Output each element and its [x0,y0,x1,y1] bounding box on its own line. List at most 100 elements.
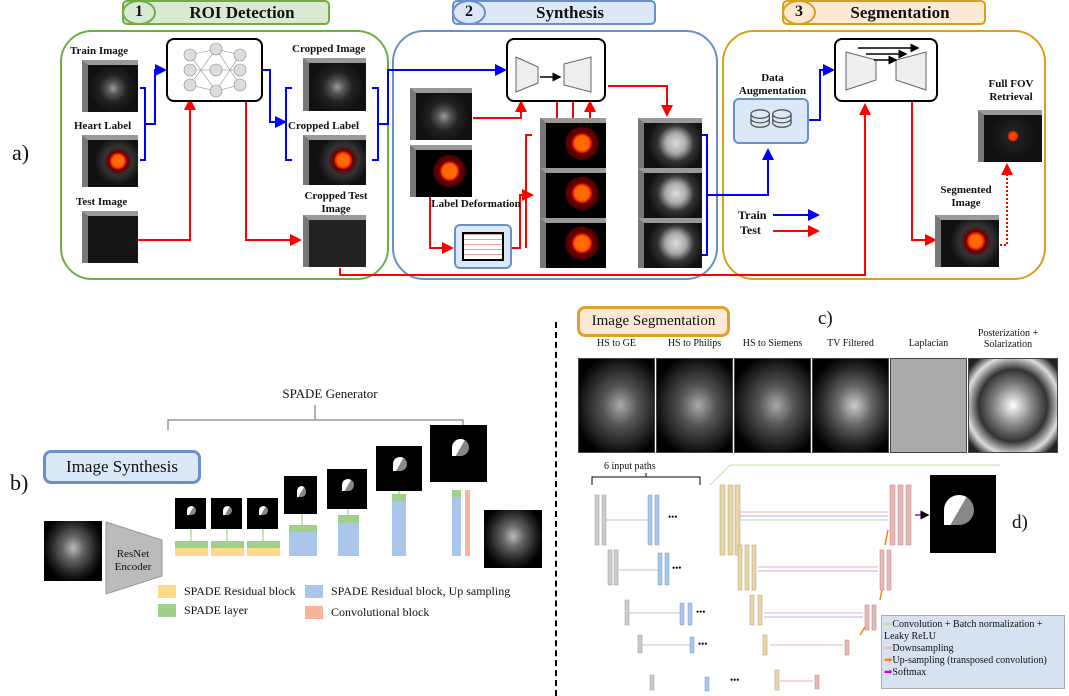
legend-swatch [158,604,176,617]
unet-diagram: ••••••••••••••• [591,464,1000,692]
legend-item: ➡Up-sampling (transposed convolution) [884,655,1062,667]
spade-blocks [175,490,470,556]
hs-to-philips-image [656,358,733,453]
segmentation-network-box [834,38,938,102]
deformed-label [540,168,606,218]
legend-label: Up-sampling (transposed convolution) [892,655,1047,666]
generator-box [506,38,606,102]
mask-input [430,425,487,482]
full-fov-image [978,110,1042,162]
encoder-decoder-icon [515,56,592,93]
legend-label: Convolution + Batch normalization + Leak… [884,619,1043,642]
legend-item: ➡Convolution + Batch normalization + Lea… [884,619,1062,643]
spade-upsampling-block [452,497,461,556]
segmented-image-label: Segmented Image [940,184,992,209]
mask-input [247,498,278,529]
arrow-icon: ➡ [884,643,893,654]
stage-header-synthesis: 2 Synthesis [452,0,656,25]
cropped-image [303,58,366,111]
legend-label: SPADE layer [184,603,248,617]
hs-to-siemens-image [734,358,811,453]
legend-item: SPADE layer [158,603,248,618]
column-title: Posterization + Solarization [977,328,1039,350]
stage-title: Segmentation [850,2,950,22]
legend-item: ➡Downsampling [884,643,1062,655]
output-mri-image [484,510,542,568]
legend-item: ➡Softmax [884,667,1062,679]
deformation-grid-icon [454,224,512,269]
heart-label-label: Heart Label [74,120,132,132]
stage-number: 1 [122,0,156,25]
flow-arrows [138,0,1013,276]
stage-title: ROI Detection [189,2,295,22]
unet-icon [845,43,927,91]
laplacian-image [890,358,967,453]
convolutional-block [465,490,470,556]
train-image-label: Train Image [70,45,129,57]
deformed-label [540,218,606,268]
legend-swatch [305,585,323,598]
mask-input [211,498,242,529]
spade-residual-block [175,548,208,556]
mask-input [376,446,422,491]
image-synthesis-title: Image Synthesis [43,450,201,484]
full-fov-label: Full FOV Retrieval [988,78,1034,103]
test-image [82,211,138,263]
test-image-label: Test Image [76,196,128,208]
panel-label-b: b) [10,470,29,495]
unet-legend: ➡Convolution + Batch normalization + Lea… [881,615,1065,689]
image-segmentation-title: Image Segmentation [577,306,730,337]
label-deformation-label: Label Deformation [431,198,521,210]
cropped-label-image [303,135,366,185]
roi-network-box [166,38,263,102]
arrow-icon: ➡ [884,619,893,630]
input-paths-label: 6 input paths [604,461,656,472]
stage-title: Synthesis [535,2,605,22]
segmented-image [935,215,999,267]
spade-generator-label: SPADE Generator [282,386,378,401]
roi-detection-panel [60,30,389,280]
legend-item: SPADE Residual block, Up sampling [305,584,510,599]
spade-residual-block [247,548,280,556]
deformed-label [540,118,606,168]
svg-text:•••: ••• [696,607,705,617]
cropped-label-label: Cropped Label [288,120,360,132]
legend-swatch [158,585,176,598]
resnet-encoder-shape [105,521,163,595]
mask-input [327,469,367,509]
arrow-icon: ➡ [884,667,893,678]
svg-text:•••: ••• [698,639,707,649]
svg-text:•••: ••• [668,512,677,522]
database-icon: ⛁⛁ [733,98,809,144]
panel-label-c: c) [818,308,833,329]
legend-train: Train [738,208,767,222]
synthetic-image [638,168,702,218]
legend-test: Test [740,223,761,237]
spade-layer [175,541,208,548]
spade-upsampling-block [392,501,406,556]
synthesis-panel [392,30,718,280]
stage-number: 2 [452,0,486,25]
spade-upsampling-block [338,523,359,556]
segmentation-panel [722,30,1046,280]
real-image [410,88,472,140]
spade-layer [211,541,244,548]
mask-input [175,498,206,529]
column-title: HS to Philips [667,338,722,349]
mask-input [284,476,317,514]
synthetic-image [638,218,702,268]
neural-network-icon [183,42,247,98]
spade-layer [247,541,280,548]
column-title: Laplacian [908,338,949,349]
column-title: TV Filtered [827,338,874,349]
legend-label: Convolutional block [331,605,430,619]
section-divider [555,322,557,696]
tv-filtered-image [812,358,889,453]
heart-label-image [82,135,138,187]
legend-item: SPADE Residual block [158,584,296,599]
legend-item: Convolutional block [305,605,429,620]
real-label [410,145,472,197]
panel-label-a: a) [12,140,30,165]
resnet-encoder-label: ResNet Encoder [114,548,152,573]
